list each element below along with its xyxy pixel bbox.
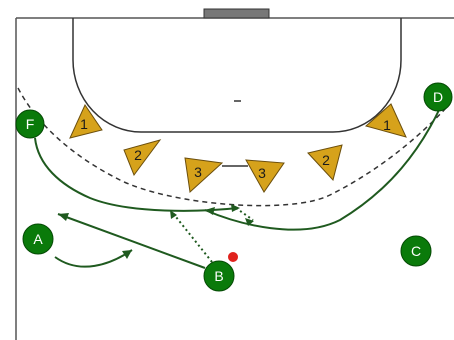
svg-text:3: 3 xyxy=(194,164,202,180)
defender-1-right: 1 xyxy=(364,103,407,138)
goal-area-line xyxy=(72,18,402,133)
defender-3-left: 3 xyxy=(184,157,224,193)
player-A: A xyxy=(22,223,54,255)
defender-2-right: 2 xyxy=(307,144,343,182)
path-F-run xyxy=(34,137,239,212)
ball xyxy=(228,252,238,262)
svg-text:F: F xyxy=(26,116,35,132)
svg-text:1: 1 xyxy=(383,117,391,133)
svg-text:2: 2 xyxy=(134,147,142,163)
svg-text:B: B xyxy=(214,268,223,284)
arrowhead xyxy=(205,207,215,215)
player-F: F xyxy=(15,109,45,139)
free-throw-line xyxy=(17,87,447,207)
defender-2-left: 2 xyxy=(123,139,162,177)
svg-text:1: 1 xyxy=(80,116,88,132)
path-A-run xyxy=(54,249,133,268)
pass-center-right xyxy=(235,207,254,221)
path-B-to-A xyxy=(57,213,206,269)
svg-text:C: C xyxy=(411,243,421,259)
svg-text:3: 3 xyxy=(258,165,266,181)
arrowhead xyxy=(231,204,240,212)
goal xyxy=(203,8,270,19)
player-D: D xyxy=(423,82,453,112)
player-C: C xyxy=(400,235,432,267)
arrowhead xyxy=(245,218,254,226)
arrowhead xyxy=(58,213,69,221)
svg-text:2: 2 xyxy=(322,152,330,168)
svg-text:A: A xyxy=(33,231,43,247)
arrowhead xyxy=(122,250,132,259)
path-D-run xyxy=(204,107,441,231)
defender-3-right: 3 xyxy=(245,159,285,193)
defender-1-left: 1 xyxy=(69,103,103,139)
pass-B-to-center xyxy=(171,211,213,263)
arrowhead xyxy=(170,210,177,219)
svg-text:D: D xyxy=(433,89,443,105)
player-B: B xyxy=(203,260,235,292)
